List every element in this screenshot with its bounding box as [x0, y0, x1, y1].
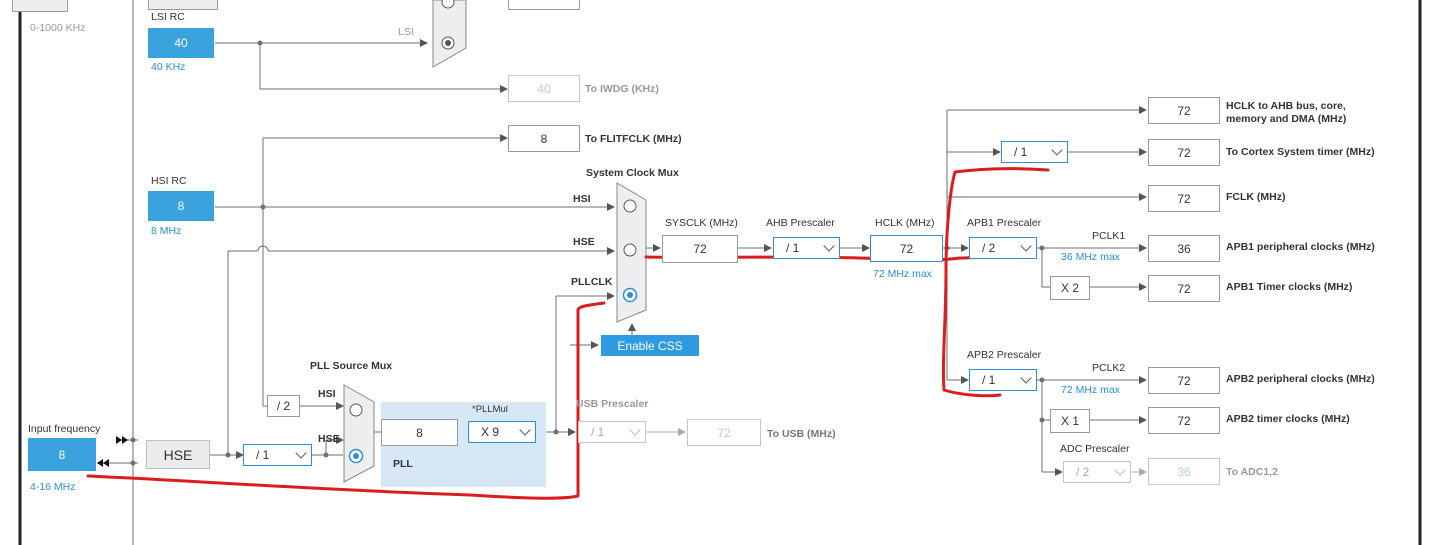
adc-prescaler-value: / 2 [1076, 465, 1090, 479]
hclk-value: 72 [899, 241, 914, 256]
sysmux-hse-label: HSE [573, 236, 595, 248]
pll-source-mux[interactable] [343, 384, 375, 483]
chevron-down-icon [1020, 240, 1032, 252]
pclk2-label: PCLK2 [1092, 362, 1126, 374]
hclk-input[interactable]: 72 [870, 235, 943, 262]
usb-prescaler-value: / 1 [591, 425, 605, 439]
output-apb2-peripheral: 72 [1148, 367, 1220, 394]
hse-oscillator-block: HSE [146, 440, 210, 469]
pll-mul-value: X 9 [481, 425, 500, 439]
system-clock-mux[interactable] [616, 182, 647, 323]
pll-input-value: 8 [381, 419, 458, 446]
lsi-value[interactable]: 40 [148, 28, 214, 58]
ahb-prescaler-label: AHB Prescaler [766, 217, 835, 229]
hclk-max: 72 MHz max [873, 268, 932, 280]
hse-prediv-select[interactable]: / 1 [243, 444, 312, 466]
apb2-prescaler-select[interactable]: / 1 [969, 369, 1037, 391]
apb1-prescaler-value: / 2 [982, 241, 996, 255]
output-apb1-timer: 72 [1148, 275, 1220, 302]
apb2-prescaler-title: APB2 Prescaler [967, 349, 1042, 361]
sysmux-pllclk-label: PLLCLK [571, 276, 613, 288]
chevron-down-icon [1020, 372, 1032, 384]
rtc-mux-lsi-label: LSI [398, 26, 414, 38]
chevron-down-icon [629, 424, 641, 436]
pll-block-label: PLL [393, 458, 413, 470]
output-apb1-timer-label: APB1 Timer clocks (MHz) [1226, 281, 1353, 293]
apb2-timer-mul: X 1 [1050, 409, 1090, 433]
lse-range: 0-1000 KHz [30, 22, 86, 34]
lse-small-box [148, 0, 218, 10]
output-fclk-label: FCLK (MHz) [1226, 191, 1286, 203]
hsi-value: 8 [148, 191, 214, 221]
pll-hsi-div2: / 2 [267, 395, 300, 417]
apb1-timer-mul: X 2 [1050, 276, 1090, 300]
input-frequency-range: 4-16 MHz [30, 481, 76, 493]
output-hclk-ahb: 72 [1148, 97, 1220, 124]
input-frequency-title: Input frequency [28, 423, 101, 435]
enable-css-button[interactable]: Enable CSS [601, 335, 699, 356]
ahb-prescaler-value: / 1 [786, 241, 800, 255]
hsi-freq: 8 MHz [151, 225, 182, 237]
flitf-label: To FLITFCLK (MHz) [585, 133, 682, 145]
cortex-prescaler-select[interactable]: / 1 [1001, 141, 1068, 163]
sysmux-hsi-label: HSI [573, 193, 591, 205]
cortex-prescaler-value: / 1 [1014, 145, 1028, 159]
chevron-down-icon [823, 240, 835, 252]
ahb-prescaler-select[interactable]: / 1 [773, 237, 840, 259]
pclk1-label: PCLK1 [1092, 230, 1126, 242]
apb1-prescaler-title: APB1 Prescaler [967, 217, 1042, 229]
output-apb2-peripheral-label: APB2 peripheral clocks (MHz) [1226, 373, 1375, 385]
usb-label: To USB (MHz) [767, 428, 836, 440]
pll-mul-select[interactable]: X 9 [468, 421, 536, 443]
usb-value: 72 [687, 419, 761, 446]
output-apb2-timer-label: APB2 timer clocks (MHz) [1226, 413, 1350, 425]
pll-mul-label: *PLLMul [472, 404, 508, 415]
input-frequency-value[interactable]: 8 [28, 438, 96, 471]
usb-prescaler-select[interactable]: / 1 [578, 421, 646, 443]
rtc-output-box [508, 0, 580, 10]
chevron-down-icon [1114, 464, 1126, 476]
apb1-max: 36 MHz max [1061, 251, 1120, 263]
adc-label: To ADC1,2 [1226, 466, 1278, 478]
apb2-prescaler-value: / 1 [982, 373, 996, 387]
chevron-down-icon [295, 447, 307, 459]
pll-mux-hse-label: HSE [318, 433, 340, 445]
sysclk-label: SYSCLK (MHz) [665, 217, 738, 229]
adc-prescaler-title: ADC Prescaler [1060, 443, 1130, 455]
pll-mux-hsi-label: HSI [318, 388, 336, 400]
iwdg-label: To IWDG (KHz) [585, 83, 659, 95]
hse-prediv-value: / 1 [256, 448, 270, 462]
hclk-label: HCLK (MHz) [875, 217, 935, 229]
iwdg-value: 40 [508, 75, 580, 102]
apb2-max: 72 MHz max [1061, 384, 1120, 396]
chevron-down-icon [519, 424, 531, 436]
rtc-mux [432, 0, 467, 68]
output-hclk-ahb-label: HCLK to AHB bus, core, memory and DMA (M… [1226, 100, 1347, 125]
output-apb2-timer: 72 [1148, 407, 1220, 434]
chevron-down-icon [1051, 144, 1063, 156]
output-cortex-timer: 72 [1148, 139, 1220, 166]
pll-source-mux-title: PLL Source Mux [310, 360, 393, 372]
hsi-title: HSI RC [151, 175, 187, 187]
lse-value-box [12, 0, 68, 12]
lsi-freq: 40 KHz [151, 61, 186, 73]
output-fclk: 72 [1148, 185, 1220, 212]
output-cortex-timer-label: To Cortex System timer (MHz) [1226, 146, 1375, 158]
flitf-value: 8 [508, 125, 580, 152]
output-apb1-peripheral-label: APB1 peripheral clocks (MHz) [1226, 241, 1375, 253]
adc-value: 36 [1148, 458, 1220, 485]
sysclk-value: 72 [662, 235, 738, 263]
lsi-title: LSI RC [151, 11, 185, 23]
apb1-prescaler-select[interactable]: / 2 [969, 237, 1037, 259]
output-apb1-peripheral: 36 [1148, 235, 1220, 262]
sysmux-title: System Clock Mux [586, 167, 679, 179]
usb-prescaler-title: USB Prescaler [576, 398, 649, 410]
adc-prescaler-select[interactable]: / 2 [1063, 461, 1131, 483]
